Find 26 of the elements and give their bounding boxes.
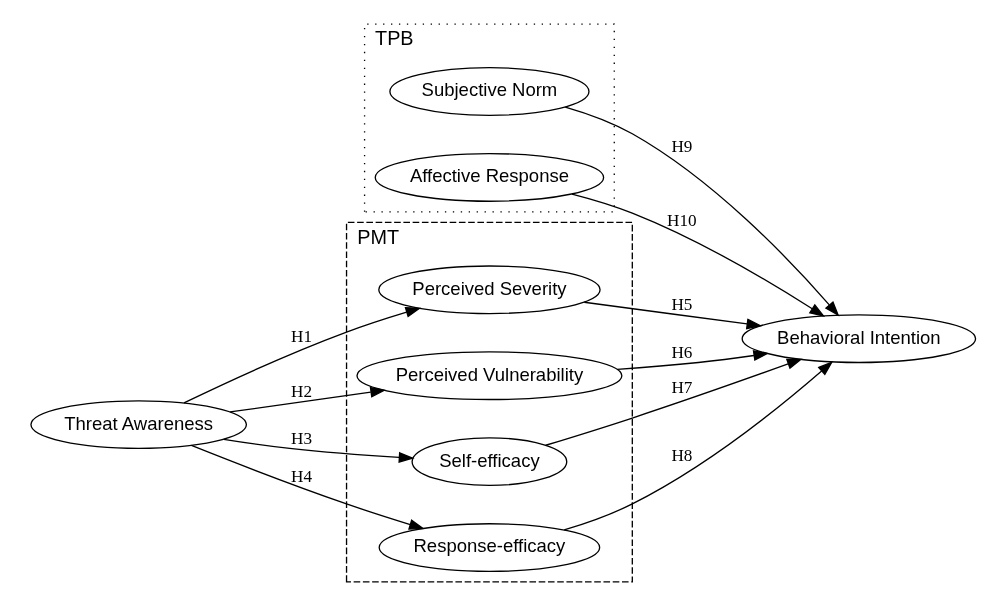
edge-label: H5 <box>670 295 692 315</box>
node-ellipse: Subjective Norm <box>388 67 590 116</box>
arrow <box>222 438 415 463</box>
node-ellipse: Response-efficacy <box>378 523 600 572</box>
arrow <box>563 360 833 531</box>
edge-label: H10 <box>666 210 697 230</box>
arrow <box>570 193 825 317</box>
edge-label: H8 <box>670 445 692 465</box>
arrow <box>564 106 839 317</box>
edge-label: H1 <box>290 326 312 346</box>
node-ellipse: Self-efficacy <box>410 437 567 487</box>
edge-label: H7 <box>670 378 692 398</box>
edge-label: H9 <box>670 136 692 156</box>
arrow <box>616 350 769 371</box>
arrow <box>190 444 425 530</box>
edge-label: H3 <box>290 428 312 448</box>
arrow <box>583 301 762 330</box>
arrow <box>544 358 803 446</box>
arrow <box>228 386 386 413</box>
edge-label: H6 <box>670 342 692 362</box>
edge-label: H4 <box>290 466 312 486</box>
node-ellipse: Affective Response <box>374 152 604 202</box>
node-ellipse: Threat Awareness <box>29 400 247 450</box>
node-ellipse: Perceived Severity <box>377 265 601 315</box>
edge-label: H2 <box>290 382 312 402</box>
arrow <box>182 306 421 404</box>
